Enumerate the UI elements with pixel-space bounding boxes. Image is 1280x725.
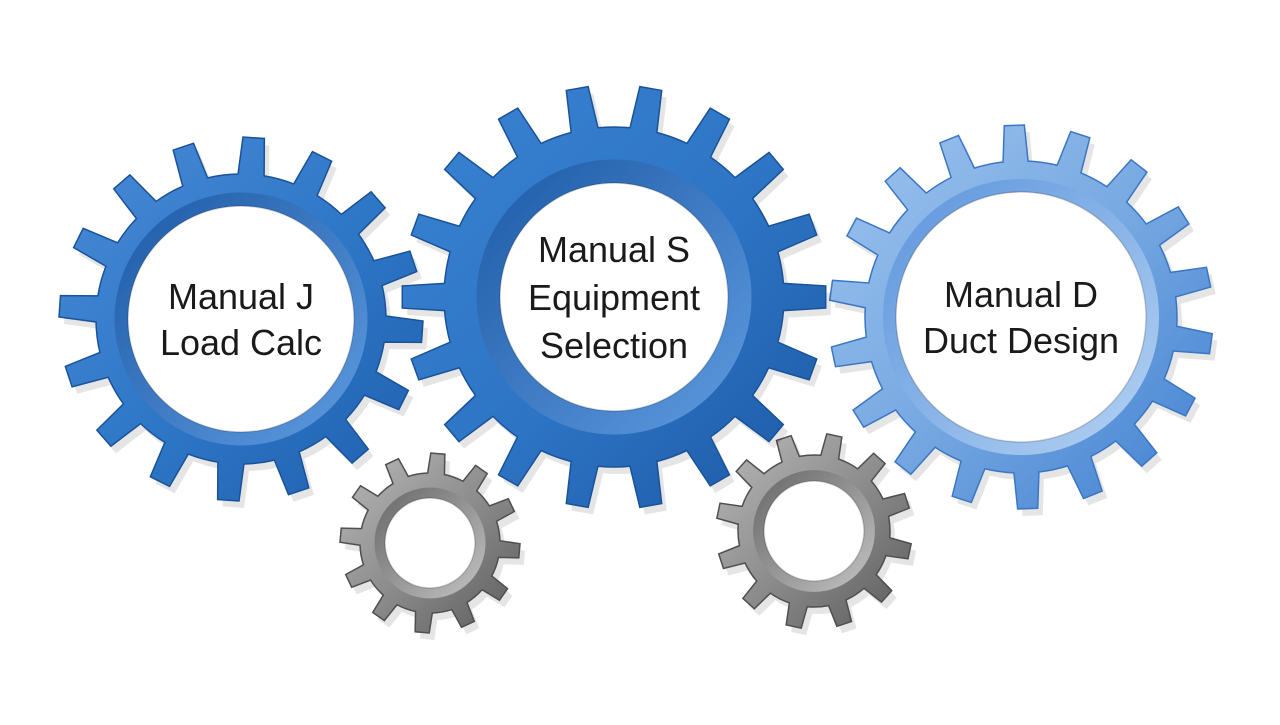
gear-label-line: Selection [540, 325, 688, 366]
gear-face [763, 480, 865, 582]
gear-label-line: Manual J [168, 276, 314, 317]
gear-label-line: Manual D [944, 274, 1098, 315]
gear-face [895, 191, 1147, 443]
gear-manual-j: Manual J Load Calc [58, 136, 428, 508]
gear-manual-d: Manual D Duct Design [828, 124, 1218, 516]
gear-face [127, 205, 355, 433]
gear-label-line: Duct Design [923, 320, 1119, 361]
gear-label-line: Manual S [538, 229, 690, 270]
gear-small-right [715, 432, 917, 636]
gear-face [499, 182, 729, 412]
gear-small-left [339, 452, 525, 640]
gear-label-line: Load Calc [160, 322, 322, 363]
gear-face [384, 497, 476, 589]
gear-label-line: Equipment [528, 277, 700, 318]
